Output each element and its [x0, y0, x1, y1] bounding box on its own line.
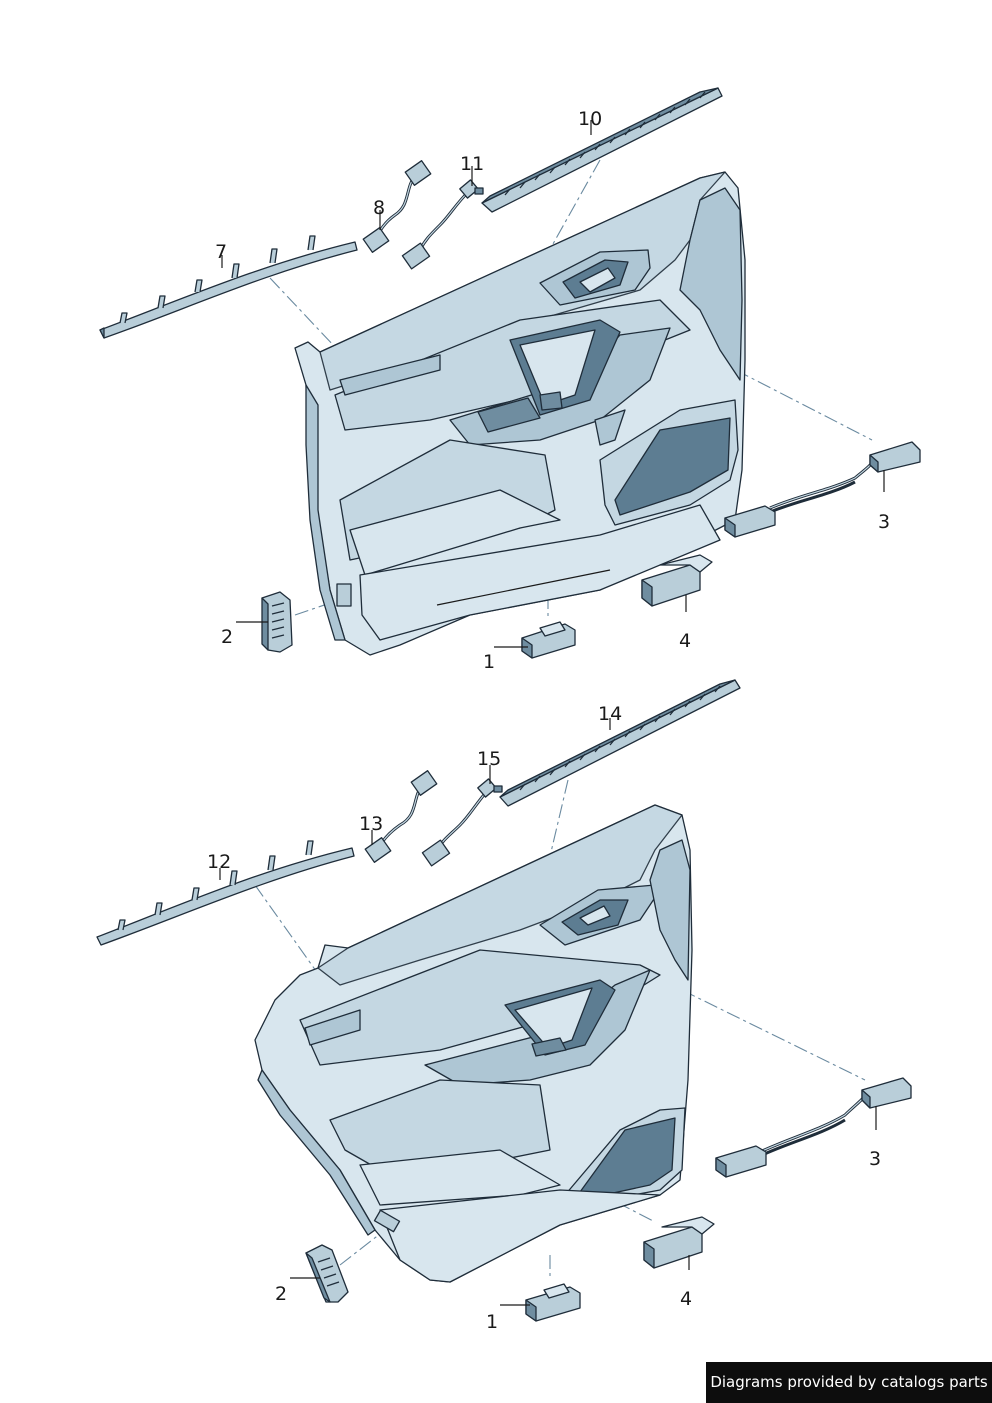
- part-15-wiring-harness: [421, 778, 503, 867]
- callout-3-rear: 3: [869, 1148, 881, 1170]
- part-4-light-unit: [641, 554, 713, 607]
- attribution-banner: Diagrams provided by catalogs parts: [706, 1362, 992, 1403]
- callout-4-rear: 4: [680, 1288, 692, 1310]
- part-13-wiring-harness: [364, 770, 438, 863]
- callout-12: 12: [207, 851, 231, 873]
- part-10-light-strip: [481, 87, 723, 213]
- reflector-slot-rear: [373, 1209, 401, 1233]
- rear-door-trim-panel: [254, 804, 693, 1283]
- callout-13: 13: [359, 813, 383, 835]
- callout-3: 3: [878, 511, 890, 533]
- assembly-line-2-rear: [339, 1229, 386, 1266]
- part-1-light-unit: [521, 621, 576, 659]
- part-1-rear-light-unit: [525, 1283, 581, 1322]
- part-4-rear-light-unit: [643, 1216, 715, 1269]
- callout-1: 1: [483, 651, 495, 673]
- part-3-wiring-harness: [724, 441, 921, 538]
- part-8-wiring-harness: [362, 160, 432, 253]
- pocket-edge: [436, 569, 611, 606]
- part-14-light-strip: [499, 679, 741, 807]
- part-7-light-strip: [99, 235, 358, 339]
- callout-2-rear: 2: [275, 1283, 287, 1305]
- callout-2: 2: [221, 626, 233, 648]
- callout-11: 11: [460, 153, 484, 175]
- callout-14: 14: [598, 703, 622, 725]
- reflector-slot-front: [336, 583, 352, 607]
- front-door-assembly: 10 11 8 7 3 2 4 1: [99, 87, 921, 673]
- front-door-trim-panel: [294, 171, 746, 656]
- callout-4: 4: [679, 630, 691, 652]
- part-2-reflector: [261, 591, 293, 653]
- callout-1-rear: 1: [486, 1311, 498, 1333]
- callout-10: 10: [578, 108, 602, 130]
- rear-door-assembly: 14 15 13 12 3 2 4 1: [96, 679, 912, 1333]
- assembly-line-7: [269, 277, 386, 401]
- callout-8: 8: [373, 197, 385, 219]
- part-12-light-strip: [96, 840, 355, 946]
- part-3-rear-wiring-harness: [715, 1077, 912, 1178]
- callout-15: 15: [477, 748, 501, 770]
- part-11-wiring-harness: [401, 179, 484, 270]
- part-2-rear-reflector: [305, 1244, 349, 1303]
- callout-7: 7: [215, 241, 227, 263]
